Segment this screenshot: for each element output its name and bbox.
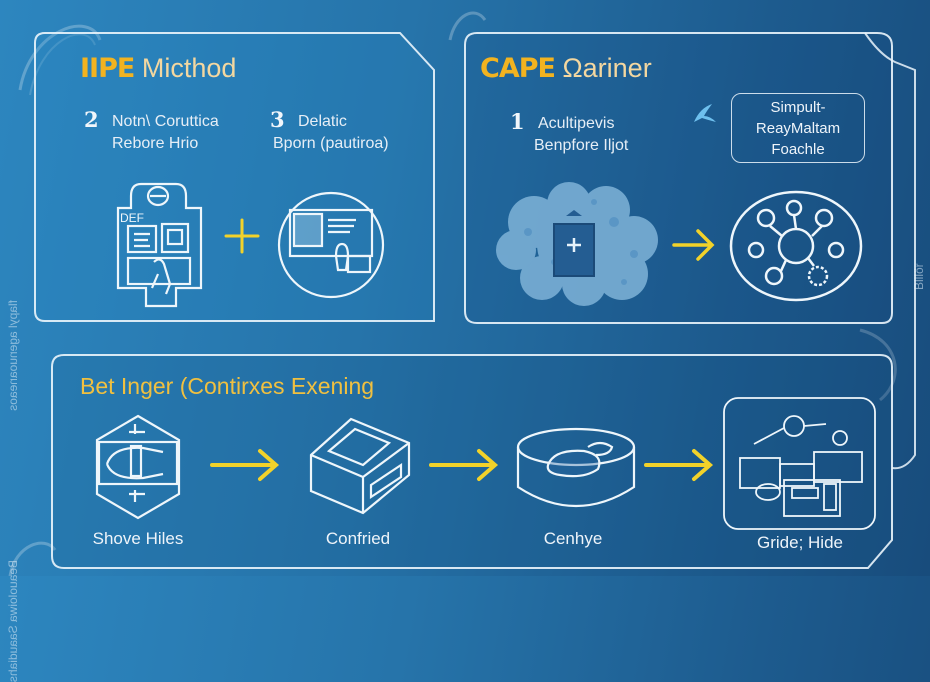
step-number: 1 — [510, 109, 525, 134]
network-circle-icon — [729, 190, 863, 302]
cape-title: CAPE Ωariner — [480, 53, 652, 84]
process-title: Bet Inger (Contirxes Exening — [80, 373, 375, 399]
stage-label-1: Shove Hiles — [92, 529, 184, 548]
method-title: IIPE Micthod — [80, 53, 236, 84]
method-title-rest: Micthod — [141, 53, 237, 83]
cape-step-1: 1 Acultipevis Benpfore Iljot — [510, 111, 628, 157]
step-line-2: Benpfore Iljot — [534, 137, 629, 154]
step-number: 2 — [84, 107, 99, 132]
stage-label-2: Confried — [325, 529, 391, 548]
cloud-device-icon — [496, 182, 658, 306]
box-icon — [309, 417, 411, 515]
arrow-right-icon — [672, 229, 715, 261]
cape-title-rest: Ωariner — [562, 53, 652, 83]
bird-icon — [694, 104, 716, 122]
cylinder-icon — [516, 427, 636, 508]
arrow-right-icon — [429, 449, 499, 481]
dashboard-icon — [723, 397, 876, 530]
step-line-1: Delatic — [298, 113, 347, 130]
method-step-3: 3 Delatic Bporn (pautiroa) — [270, 109, 389, 155]
arrow-right-icon — [210, 449, 280, 481]
step-number: 3 — [270, 107, 285, 132]
note-box: Simpult- ReayMaltam Foachle — [731, 93, 865, 163]
note-line-1: Simpult- — [770, 99, 826, 116]
stage-label-3: Cenhye — [543, 529, 603, 548]
note-line-2: ReayMaltam — [755, 120, 841, 137]
side-text-left-2: Beauoloiwa Saaudiahs — [6, 560, 20, 682]
note-line-3: Foachle — [771, 141, 825, 158]
method-step-2: 2 Notn\ Coruttica Rebore Hrio — [84, 109, 219, 155]
step-line-2: Rebore Hrio — [112, 135, 199, 152]
step-line-1: Acultipevis — [538, 115, 615, 132]
method-panel-border — [34, 32, 435, 322]
stage-label-4: Gride; Hide — [757, 533, 843, 552]
step-line-2: Bporn (pautiroa) — [273, 135, 389, 152]
circle-screen-icon — [277, 191, 385, 299]
document-board-icon: DEF — [116, 182, 203, 308]
doc-label: DEF — [120, 211, 144, 225]
method-title-accent: IIPE — [80, 53, 135, 84]
hexagon-document-icon — [95, 414, 181, 520]
step-line-1: Notn\ Coruttica — [112, 113, 219, 130]
plus-icon — [224, 218, 260, 254]
cape-title-accent: CAPE — [480, 53, 556, 84]
arrow-right-icon — [644, 449, 714, 481]
process-panel-border — [51, 354, 893, 569]
